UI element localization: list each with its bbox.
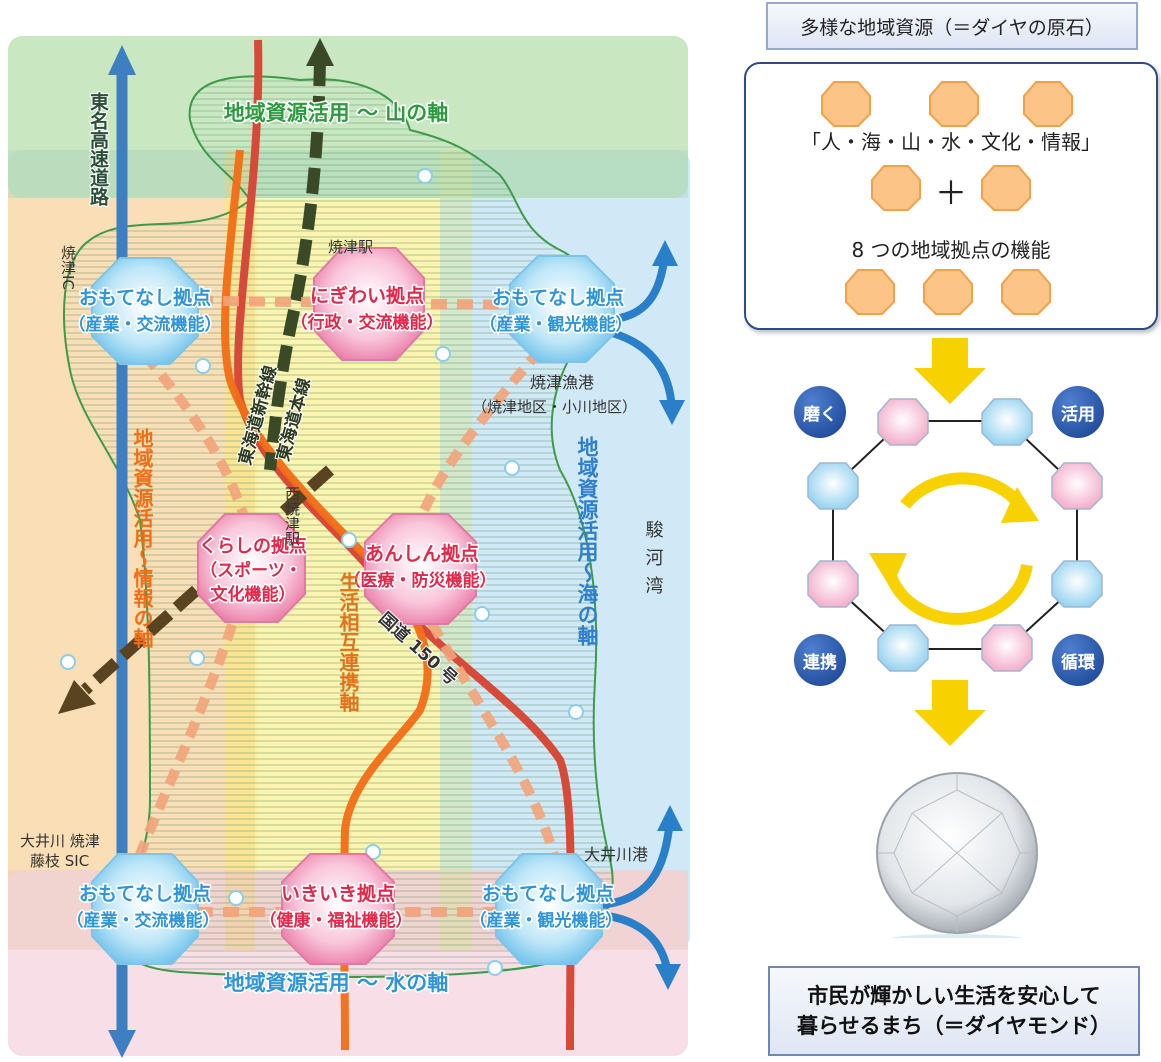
badge-cycle: 循環 — [1052, 634, 1104, 686]
goal-line-2: 暮らせるまち（＝ダイヤモンド） — [797, 1014, 1111, 1038]
axis-life-label: 生活相互連携軸 — [336, 572, 360, 713]
hub-w-sub1: （スポーツ・ — [200, 560, 302, 581]
axis-water-label: 地域資源活用 ～ 水の軸 — [224, 971, 449, 995]
badge-link: 連携 — [794, 634, 846, 686]
info-axis-arrow — [58, 680, 96, 714]
hub-south-sub: （健康・福祉機能） — [260, 910, 413, 931]
hub-se[interactable] — [495, 853, 603, 965]
resources-title: 多様な地域資源（＝ダイヤの原石） — [766, 2, 1138, 50]
hub-e[interactable] — [364, 513, 477, 625]
plus-sign: ＋ — [934, 174, 967, 212]
hub-w-label: くらしの拠点 — [199, 535, 307, 557]
gems-row-2 — [871, 165, 1031, 211]
hub-e-sub: （医療・防災機能） — [344, 570, 497, 591]
hub-sw-label: おもてなし拠点 — [79, 882, 211, 905]
gems-row-1 — [821, 81, 1073, 127]
hub-nw-sub: （産業・交流機能） — [69, 314, 222, 335]
resources-text: 「人・海・山・水・文化・情報」 — [801, 130, 1101, 154]
resources-box: 「人・海・山・水・文化・情報」 ＋ 8 つの地域拠点の機能 — [744, 62, 1158, 330]
fishing-port-sub: （焼津地区・小川地区） — [472, 398, 637, 416]
sic-label-1: 大井川 焼津 — [20, 832, 100, 850]
hub-nw[interactable] — [91, 257, 199, 365]
hub-w-sub2: 文化機能） — [211, 584, 296, 605]
hubs-functions-text: 8 つの地域拠点の機能 — [851, 238, 1051, 262]
down-arrow-1 — [914, 338, 986, 404]
expressway-label: 東名高速道路 — [87, 91, 109, 207]
regional-map: おもてなし拠点 （産業・交流機能） にぎわい拠点 （行政・交流機能） おもてなし… — [8, 36, 690, 1058]
badge-use: 活用 — [1052, 386, 1104, 438]
cycle-diagram — [807, 398, 1103, 672]
axis-sea-label: 地域資源活用～海の軸 — [575, 435, 599, 647]
gems-row-3 — [845, 269, 1051, 315]
yaizu-station-label: 焼津駅 — [328, 238, 373, 256]
hub-north-sub: （行政・交流機能） — [291, 312, 444, 333]
bay-label: 駿河湾 — [643, 520, 664, 604]
sparkle-decorations — [60, 168, 584, 976]
yaizu-ic-label: 焼津IC — [59, 245, 77, 290]
goal-box: 市民が輝かしい生活を安心して 暮らせるまち（＝ダイヤモンド） — [768, 966, 1140, 1056]
hub-north[interactable] — [313, 247, 425, 361]
expressway-arrow-bottom — [108, 1030, 136, 1058]
hub-south[interactable] — [281, 853, 395, 965]
goal-line-1: 市民が輝かしい生活を安心して — [807, 984, 1101, 1008]
axis-mountain-label: 地域資源活用 ～ 山の軸 — [224, 101, 449, 125]
nishiyaizu-label: 西焼津駅 — [283, 486, 301, 546]
diamond-icon — [876, 772, 1038, 938]
down-arrow-2 — [914, 680, 986, 746]
sea-arrow-heads — [652, 240, 685, 990]
hub-ne-sub: （産業・観光機能） — [480, 314, 633, 335]
axis-info-label: 地域資源活用～情報の軸 — [130, 428, 154, 649]
hub-ne-label: おもてなし拠点 — [492, 286, 624, 309]
hub-south-label: いきいき拠点 — [281, 882, 395, 905]
hub-sw-sub: （産業・交流機能） — [67, 910, 220, 931]
hub-se-sub: （産業・観光機能） — [470, 910, 623, 931]
sic-label-2: 藤枝 SIC — [30, 852, 89, 870]
hub-ne[interactable] — [509, 255, 615, 363]
hub-north-label: にぎわい拠点 — [310, 284, 424, 307]
hub-e-label: あんしん拠点 — [365, 542, 479, 565]
shinkansen-line — [264, 59, 326, 471]
oigawa-port-label: 大井川港 — [584, 845, 648, 864]
fishing-port-label: 焼津漁港 — [530, 373, 594, 392]
expressway-arrow-top — [108, 45, 136, 75]
badge-polish: 磨く — [794, 386, 846, 438]
hub-sw[interactable] — [91, 853, 199, 965]
hub-se-label: おもてなし拠点 — [482, 882, 614, 905]
shinkansen-arrow — [306, 38, 334, 66]
cycle-arrows — [884, 472, 1033, 625]
hub-nw-label: おもてなし拠点 — [79, 286, 211, 309]
hub-w[interactable] — [197, 513, 306, 623]
